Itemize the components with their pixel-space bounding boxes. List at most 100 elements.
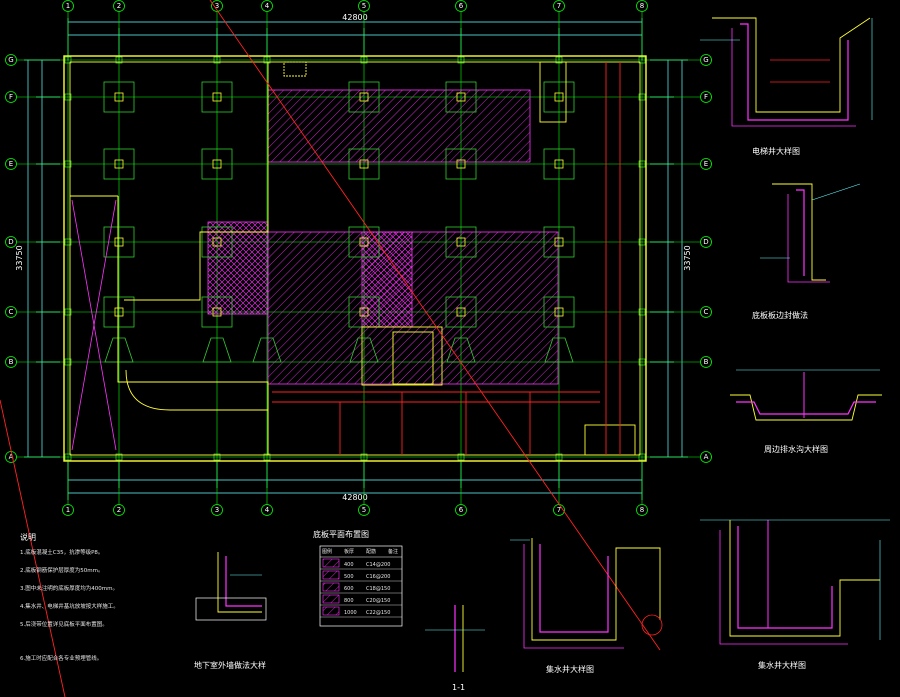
axis-bubble-row-A: A <box>5 451 17 463</box>
right-total-dimension: 33750 <box>683 245 692 270</box>
pile-cap <box>348 148 380 180</box>
axis-label-col-3: 3 <box>215 2 219 10</box>
perimeter-column <box>263 56 271 64</box>
axis-bubble-row-B: B <box>700 356 712 368</box>
perimeter-column <box>64 453 72 461</box>
pile-cap <box>543 81 575 113</box>
legend-cell: C14@200 <box>366 562 390 568</box>
note-item-6: 6.施工时应配合各专业预埋管线。 <box>20 654 102 662</box>
legend-cell: 1000 <box>344 610 357 616</box>
legend-cell: 800 <box>344 598 354 604</box>
pile-cap <box>202 337 232 363</box>
axis-label-row-G: G <box>703 56 708 64</box>
axis-label-col-5: 5 <box>362 2 366 10</box>
pile-cap <box>348 226 380 258</box>
ramp-cross <box>71 199 117 451</box>
section-cut-line <box>209 0 661 651</box>
axis-label-col-3: 3 <box>215 506 219 514</box>
axis-label-row-D: D <box>8 238 13 246</box>
perimeter-column <box>64 93 72 101</box>
axis-label-col-8: 8 <box>640 506 644 514</box>
axis-label-row-F: F <box>9 93 13 101</box>
pile-cap <box>446 337 476 363</box>
perimeter-column <box>638 93 646 101</box>
pile-cap <box>103 296 135 328</box>
bottom-total-dimension: 42800 <box>342 493 367 502</box>
plan-title: 底板平面布置图 <box>313 529 369 539</box>
perimeter-column <box>555 453 563 461</box>
axis-bubble-col-7: 7 <box>553 0 565 12</box>
axis-bubble-col-3: 3 <box>211 504 223 516</box>
perimeter-column <box>64 308 72 316</box>
axis-bubble-col-2: 2 <box>113 0 125 12</box>
note-item-1: 1.底板混凝土C35，抗渗等级P8。 <box>20 548 103 556</box>
legend-cell: 600 <box>344 586 354 592</box>
axis-bubble-col-6: 6 <box>455 504 467 516</box>
left-total-dimension: 33750 <box>15 245 24 270</box>
elevator-pit-detail <box>700 17 873 127</box>
section-1-1-detail <box>425 605 485 672</box>
axis-label-col-2: 2 <box>117 506 121 514</box>
legend-swatch <box>322 570 340 580</box>
perimeter-column <box>638 160 646 168</box>
axis-label-row-E: E <box>704 160 708 168</box>
axis-label-row-A: A <box>704 453 709 461</box>
pile-cap <box>445 226 477 258</box>
perimeter-column <box>64 56 72 64</box>
perimeter-column <box>263 453 271 461</box>
axis-bubble-col-8: 8 <box>636 0 648 12</box>
axis-bubble-col-6: 6 <box>455 0 467 12</box>
sump-pit-right-detail <box>700 519 890 645</box>
axis-bubble-row-C: C <box>700 306 712 318</box>
perimeter-column <box>115 453 123 461</box>
axis-bubble-row-E: E <box>5 158 17 170</box>
perimeter-column <box>360 56 368 64</box>
axis-bubble-row-G: G <box>5 54 17 66</box>
legend-swatch <box>322 582 340 592</box>
legend-swatch <box>322 594 340 604</box>
ramp-marker-line <box>0 399 66 697</box>
axis-label-col-8: 8 <box>640 2 644 10</box>
legend-swatch <box>322 558 340 568</box>
basement-wall-detail <box>195 552 267 621</box>
axis-bubble-row-C: C <box>5 306 17 318</box>
legend-cell: 500 <box>344 574 354 580</box>
sump-pit-left-detail <box>510 538 663 649</box>
perimeter-column <box>115 56 123 64</box>
axis-bubble-col-8: 8 <box>636 504 648 516</box>
legend-cell: C16@200 <box>366 574 390 580</box>
note-item-2: 2.底板钢筋保护层厚度为50mm。 <box>20 566 103 574</box>
axis-bubble-col-1: 1 <box>62 504 74 516</box>
pile-cap <box>445 296 477 328</box>
axis-label-col-1: 1 <box>66 506 70 514</box>
pile-cap <box>201 296 233 328</box>
axis-bubble-row-B: B <box>5 356 17 368</box>
pile-cap <box>103 148 135 180</box>
axis-label-row-D: D <box>703 238 708 246</box>
axis-bubble-row-A: A <box>700 451 712 463</box>
perimeter-column <box>638 308 646 316</box>
axis-label-row-G: G <box>8 56 13 64</box>
legend-header: 板厚 <box>344 548 354 555</box>
perimeter-column <box>638 453 646 461</box>
axis-bubble-row-D: D <box>5 236 17 248</box>
perimeter-column <box>457 56 465 64</box>
legend-header: 图例 <box>322 548 332 555</box>
pile-cap <box>252 337 282 363</box>
axis-bubble-col-5: 5 <box>358 0 370 12</box>
foundation-plan: 42800 42800 33750 33750 <box>0 0 712 697</box>
axis-bubble-row-E: E <box>700 158 712 170</box>
legend-cell: C18@150 <box>366 586 390 592</box>
basement-wall-title: 地下室外墙做法大样 <box>194 660 266 670</box>
pile-cap <box>348 81 380 113</box>
post-pour-strips <box>272 62 621 455</box>
perimeter-column <box>64 358 72 366</box>
legend-cell: C22@150 <box>366 610 390 616</box>
perimeter-column <box>457 453 465 461</box>
perimeter-column <box>64 238 72 246</box>
axis-label-row-E: E <box>9 160 13 168</box>
pile-cap <box>543 296 575 328</box>
axis-bubble-col-4: 4 <box>261 0 273 12</box>
perimeter-walls <box>63 55 647 462</box>
